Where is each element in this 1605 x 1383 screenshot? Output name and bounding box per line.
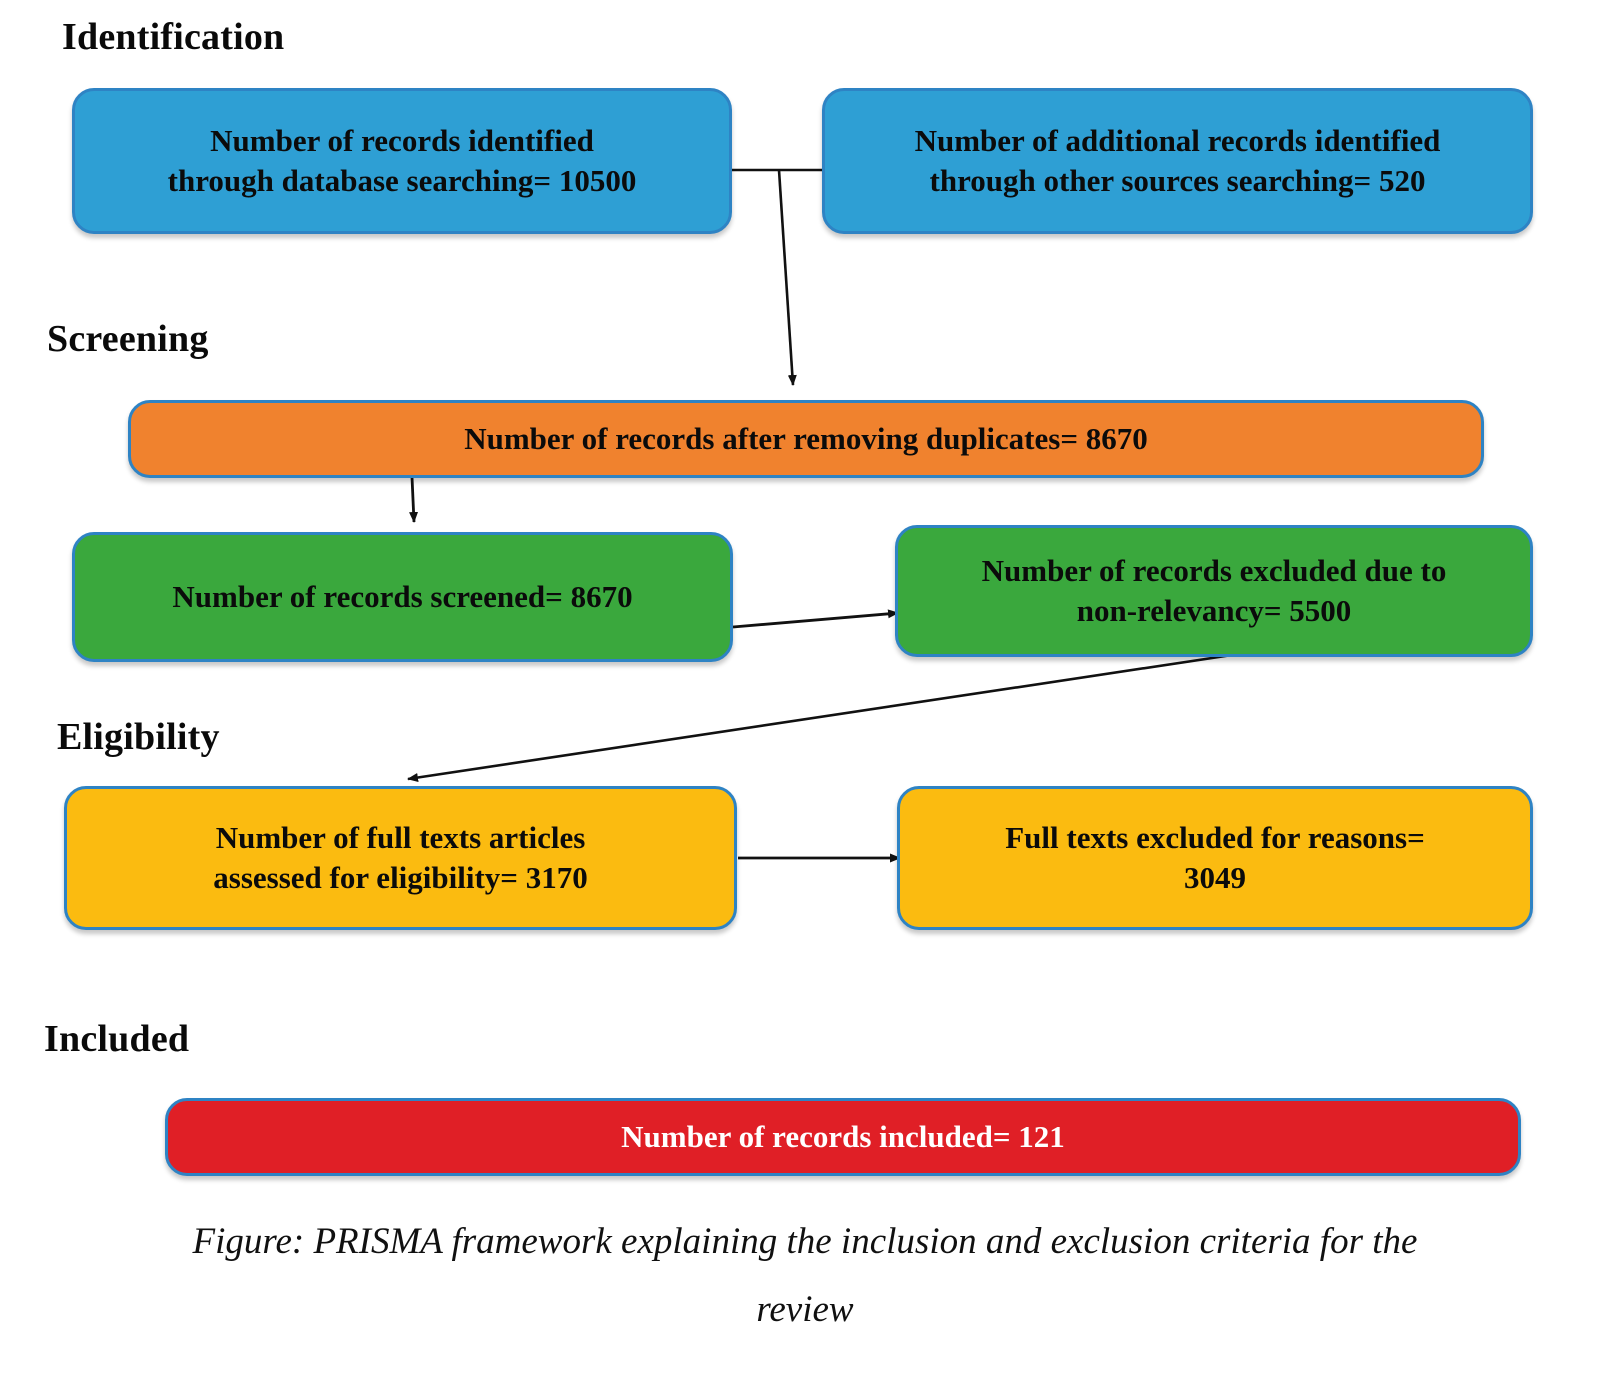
box-other-sources-line2: through other sources searching= 520: [929, 163, 1426, 198]
figure-caption-line1: Figure: PRISMA framework explaining the …: [192, 1221, 1418, 1262]
box-full-texts-excluded-line1: Full texts excluded for reasons=: [1005, 820, 1425, 856]
box-database-search-line2: through database searching= 10500: [167, 163, 637, 198]
box-database-search-line1: Number of records identified: [210, 123, 594, 159]
box-records-excluded-line1: Number of records excluded due to: [981, 553, 1447, 589]
box-full-texts-assessed-line2: assessed for eligibility= 3170: [213, 860, 588, 895]
connector-duplicates-to-screened: [409, 476, 419, 523]
box-full-texts-assessed[interactable]: Number of full texts articles assessed f…: [64, 786, 737, 930]
box-other-sources-text: Number of additional records identified …: [841, 121, 1514, 200]
figure-caption-line2: review: [756, 1289, 854, 1331]
connector-excluded-to-full-texts: [407, 653, 1233, 782]
connector-screened-to-excluded: [732, 609, 899, 629]
connector-identification-to-duplicates: [777, 169, 797, 386]
box-after-duplicates[interactable]: Number of records after removing duplica…: [128, 400, 1484, 478]
box-full-texts-assessed-line1: Number of full texts articles: [215, 820, 586, 856]
stage-label-eligibility: Eligibility: [57, 716, 220, 758]
figure-caption: Figure: PRISMA framework explaining the …: [100, 1208, 1510, 1345]
box-full-texts-assessed-text: Number of full texts articles assessed f…: [83, 818, 718, 897]
box-records-excluded-line2: non-relevancy= 5500: [1076, 593, 1352, 628]
box-other-sources-line1: Number of additional records identified: [914, 123, 1441, 159]
stage-label-identification: Identification: [62, 16, 285, 58]
box-after-duplicates-text: Number of records after removing duplica…: [464, 421, 1148, 457]
box-records-included[interactable]: Number of records included= 121: [165, 1098, 1521, 1176]
box-records-excluded[interactable]: Number of records excluded due to non-re…: [895, 525, 1533, 657]
stage-label-included: Included: [44, 1018, 190, 1060]
box-records-included-text: Number of records included= 121: [621, 1119, 1065, 1155]
stage-label-screening: Screening: [47, 318, 209, 360]
box-full-texts-excluded[interactable]: Full texts excluded for reasons= 3049: [897, 786, 1533, 930]
box-full-texts-excluded-line2: 3049: [1184, 860, 1246, 895]
box-full-texts-excluded-text: Full texts excluded for reasons= 3049: [916, 818, 1514, 897]
box-other-sources[interactable]: Number of additional records identified …: [822, 88, 1533, 234]
box-database-search[interactable]: Number of records identified through dat…: [72, 88, 732, 234]
box-records-screened[interactable]: Number of records screened= 8670: [72, 532, 733, 662]
box-records-excluded-text: Number of records excluded due to non-re…: [914, 551, 1514, 630]
box-database-search-text: Number of records identified through dat…: [91, 121, 713, 200]
box-records-screened-text: Number of records screened= 8670: [172, 579, 633, 615]
